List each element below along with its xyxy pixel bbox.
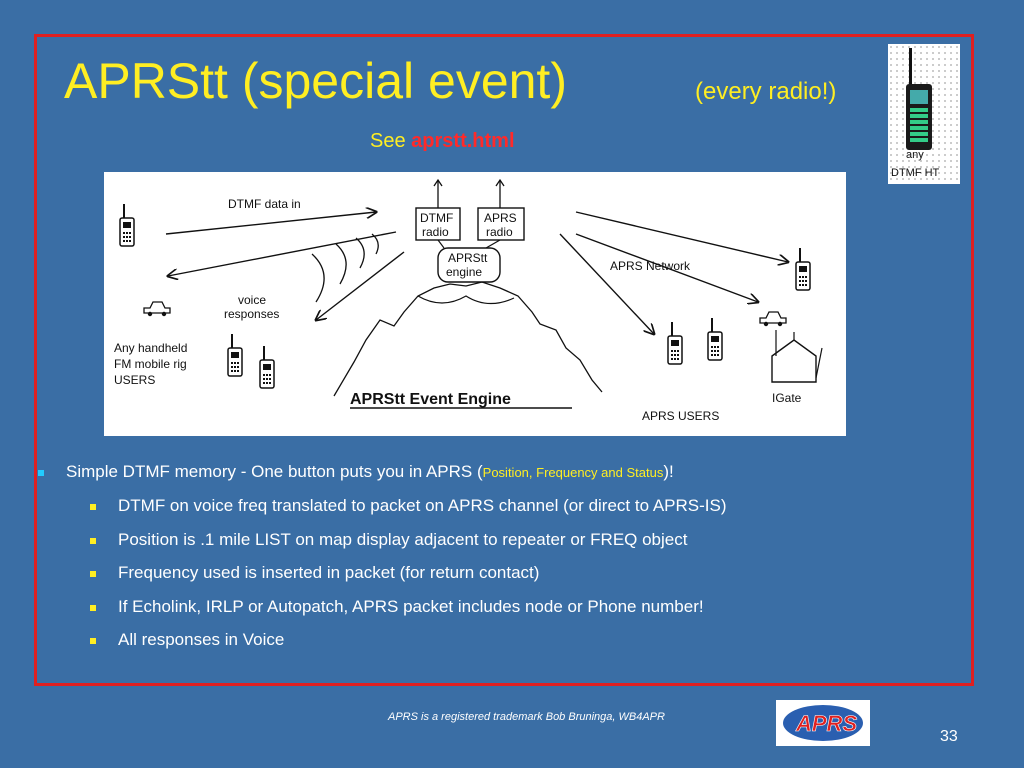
svg-text:responses: responses (224, 307, 279, 321)
aprstt-diagram: DTMF radio APRS radio APRStt engine DTMF… (104, 172, 846, 436)
svg-text:radio: radio (422, 225, 449, 239)
aprstt-link[interactable]: aprstt.html (411, 130, 515, 152)
bullet-sub: Frequency used is inserted in packet (fo… (90, 563, 539, 583)
handheld-radio-icon: any DTMF HT (891, 48, 940, 179)
see-line: See aprstt.html (370, 130, 515, 153)
ht-label-any: any (906, 149, 924, 161)
igate-house-icon (771, 339, 817, 383)
bullet-sub: If Echolink, IRLP or Autopatch, APRS pac… (90, 597, 704, 617)
label-users: Any handheld (114, 341, 187, 355)
bullet-sub: All responses in Voice (90, 630, 284, 650)
aprs-radio-box (477, 207, 525, 241)
slide-subtitle: (every radio!) (695, 78, 837, 105)
svg-text:FM mobile rig: FM mobile rig (114, 357, 187, 371)
slide-title: APRStt (special event) (64, 53, 567, 109)
page-number: 33 (940, 728, 958, 745)
svg-text:radio: radio (486, 225, 513, 239)
bullet-square-icon (90, 570, 96, 577)
handheld-icon (795, 247, 811, 291)
arrow-voice-response (316, 251, 405, 320)
arrow-igate (575, 233, 758, 302)
label-aprs-network: APRS Network (610, 259, 691, 273)
mobile-car-icon (759, 311, 787, 327)
aprs-logo: APRS (776, 700, 870, 746)
handheld-icon (119, 203, 135, 247)
bullet-square-icon (90, 537, 96, 544)
aprstt-engine-box (437, 247, 501, 283)
label-igate: IGate (772, 391, 802, 405)
mobile-car-icon (143, 301, 171, 317)
label-voice: voice (238, 293, 266, 307)
bullet-square-icon (90, 604, 96, 611)
label-event-engine: APRStt Event Engine (350, 391, 511, 408)
mountain-outline (333, 281, 603, 397)
handheld-icon (707, 317, 723, 361)
svg-text:engine: engine (446, 265, 482, 279)
svg-text:USERS: USERS (114, 373, 155, 387)
bullet-sub: Position is .1 mile LIST on map display … (90, 530, 687, 550)
arrow-dtmf-in (165, 212, 376, 235)
label-aprs-users: APRS USERS (642, 409, 719, 423)
aprs-radio-label: APRS (484, 211, 517, 225)
diagram-svg: DTMF radio APRS radio APRStt engine DTMF… (114, 178, 823, 423)
dtmf-ht-image: any DTMF HT (888, 44, 960, 184)
slide-frame (34, 34, 974, 686)
ht-label-dtmf: DTMF HT (891, 167, 940, 179)
handheld-icon (227, 333, 243, 377)
dtmf-radio-label: DTMF (420, 211, 453, 225)
bullet-sub: DTMF on voice freq translated to packet … (90, 496, 727, 516)
label-dtmf-in: DTMF data in (228, 197, 301, 211)
bullet-main: Simple DTMF memory - One button puts you… (38, 462, 674, 482)
bullet-square-icon (38, 469, 44, 476)
aprs-logo-icon: APRS (783, 705, 863, 741)
bullet-square-icon (90, 503, 96, 510)
logo-text: APRS (795, 711, 857, 736)
svg-text:APRStt: APRStt (448, 251, 488, 265)
arrow-aprs-network (575, 211, 788, 262)
trademark-footer: APRS is a registered trademark Bob Bruni… (388, 711, 665, 723)
bullet-square-icon (90, 637, 96, 644)
handheld-icon (667, 321, 683, 365)
arrow-voice-out (168, 231, 397, 276)
arrow-aprs-users (559, 233, 654, 334)
see-prefix: See (370, 130, 406, 152)
handheld-icon (259, 345, 275, 389)
